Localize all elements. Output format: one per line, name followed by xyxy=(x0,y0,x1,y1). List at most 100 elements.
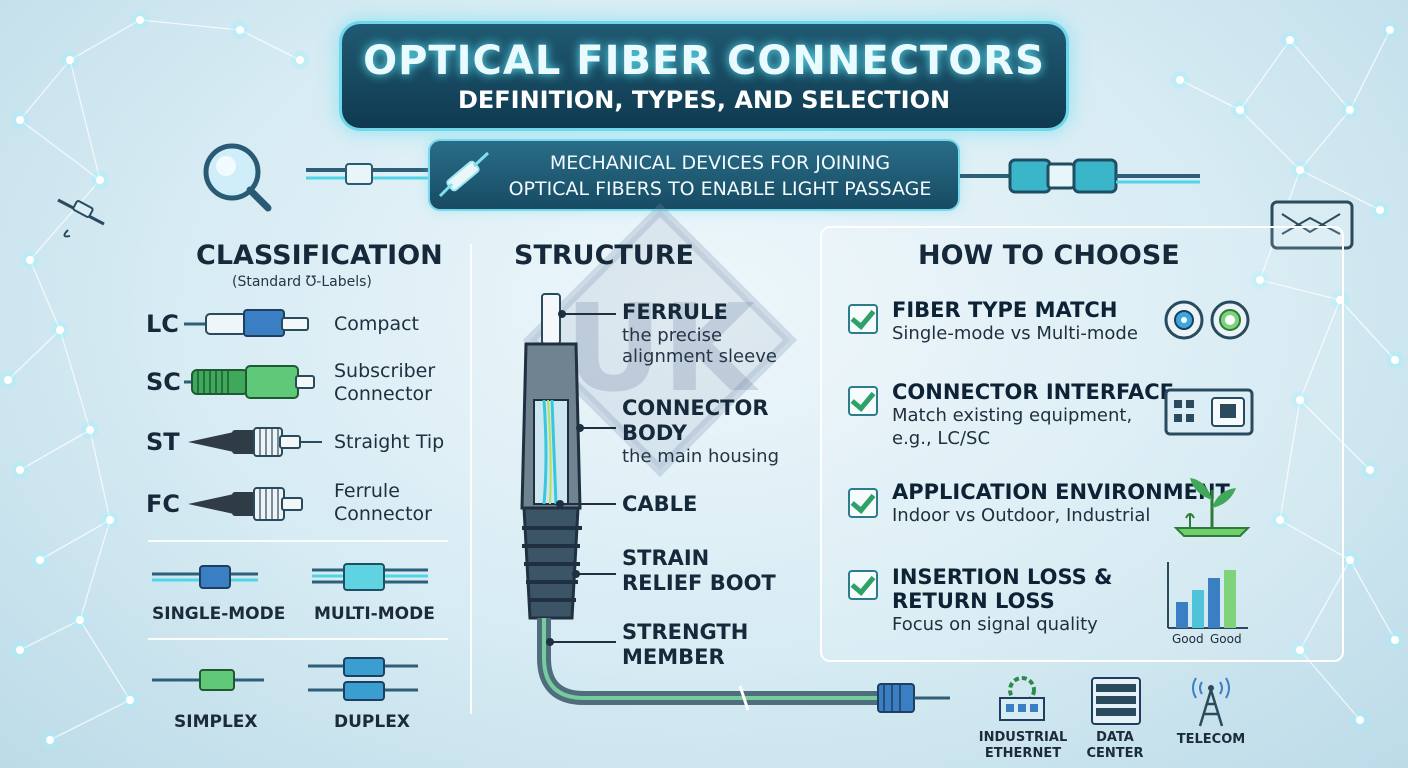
mode-cables-illustration xyxy=(152,563,428,591)
sc-desc: Subscriber Connector xyxy=(334,360,435,406)
app-label-line-1: INDUSTRIAL xyxy=(978,730,1068,745)
fc-desc-line-1: Ferrule xyxy=(334,480,400,502)
divider-modes xyxy=(148,638,448,640)
watermark-logo: UK xyxy=(522,202,798,478)
server-rack-icon xyxy=(1091,677,1141,725)
chart-label-2: Good xyxy=(1210,632,1242,646)
network-node xyxy=(1296,396,1304,404)
network-link xyxy=(69,19,141,61)
ferrule-label: FERRULE xyxy=(622,300,728,324)
plex-cables-illustration xyxy=(152,657,418,701)
network-node xyxy=(86,426,94,434)
choose-item-environment: APPLICATION ENVIRONMENT Indoor vs Outdoo… xyxy=(892,480,1230,527)
svg-text:UK: UK xyxy=(565,280,759,419)
network-link xyxy=(239,29,301,61)
network-link xyxy=(1289,39,1351,111)
network-node xyxy=(1296,646,1304,654)
structure-boot: STRAIN RELIEF BOOT xyxy=(622,546,776,596)
check-icon xyxy=(848,570,878,600)
sc-desc-line-1: Subscriber xyxy=(334,360,436,382)
structure-heading: STRUCTURE xyxy=(514,240,694,271)
connector-code-lc: LC xyxy=(146,310,179,338)
choose-item-title: APPLICATION ENVIRONMENT xyxy=(892,480,1230,504)
network-node xyxy=(126,696,134,704)
fiber-cross-section-icon xyxy=(1164,300,1250,340)
fc-connector-icon xyxy=(188,487,303,521)
structure-strength: STRENGTH MEMBER xyxy=(622,620,748,670)
choose-item-title-2: RETURN LOSS xyxy=(892,589,1055,613)
network-node xyxy=(1356,716,1364,724)
network-node xyxy=(1391,636,1399,644)
network-link xyxy=(19,619,81,651)
app-telecom: TELECOM xyxy=(1176,732,1246,747)
network-link xyxy=(1279,399,1301,521)
network-node xyxy=(1256,276,1264,284)
antenna-tower-icon xyxy=(1192,677,1230,727)
app-industrial-ethernet: INDUSTRIAL ETHERNET xyxy=(968,730,1078,762)
title-banner xyxy=(342,24,1066,128)
patch-panel-icon xyxy=(1270,200,1354,250)
structure-body: CONNECTOR BODY the main housing xyxy=(622,396,779,467)
network-link xyxy=(1239,109,1301,171)
network-link xyxy=(1239,39,1291,111)
strength-label-2: MEMBER xyxy=(622,645,725,669)
divider-left xyxy=(470,244,472,714)
network-link xyxy=(1299,109,1351,171)
structure-ferrule: FERRULE the precise alignment sleeve xyxy=(622,300,777,367)
choose-item-title-1: INSERTION LOSS & xyxy=(892,565,1113,589)
network-node xyxy=(16,466,24,474)
network-link xyxy=(29,179,101,261)
plant-icon xyxy=(1173,478,1251,537)
network-link xyxy=(19,429,91,471)
network-link xyxy=(1179,79,1241,111)
network-node xyxy=(1346,106,1354,114)
app-label-line-1: DATA xyxy=(1096,730,1134,745)
multi-mode-cable-icon xyxy=(312,563,428,591)
sc-desc-line-2: Connector xyxy=(334,383,432,405)
network-node xyxy=(1296,166,1304,174)
network-node xyxy=(296,56,304,64)
connector-icon xyxy=(438,151,490,198)
st-connector-icon xyxy=(188,427,322,457)
choose-item-desc: Focus on signal quality xyxy=(892,614,1098,635)
app-data-center: DATA CENTER xyxy=(1080,730,1150,762)
factory-gear-icon xyxy=(999,676,1045,721)
network-link xyxy=(29,259,61,331)
duplex-cable-icon xyxy=(308,657,418,701)
network-link xyxy=(1339,299,1396,361)
network-node xyxy=(1391,356,1399,364)
fc-desc-line-2: Connector xyxy=(334,503,432,525)
multi-mode-label: MULTI-MODE xyxy=(314,604,435,624)
network-node xyxy=(1236,106,1244,114)
divider-classification xyxy=(148,540,448,542)
single-mode-label: SINGLE-MODE xyxy=(152,604,286,624)
sc-connector-icon xyxy=(184,365,315,399)
definition-line-2: OPTICAL FIBERS TO ENABLE LIGHT PASSAGE xyxy=(508,178,932,200)
choose-item-desc: Single-mode vs Multi-mode xyxy=(892,323,1138,344)
definition-box xyxy=(430,141,958,209)
choose-item-interface: CONNECTOR INTERFACE Match existing equip… xyxy=(892,380,1174,450)
network-node xyxy=(1366,466,1374,474)
network-node xyxy=(26,256,34,264)
connector-code-fc: FC xyxy=(146,490,181,518)
simplex-cable-icon xyxy=(152,669,264,691)
definition-text: MECHANICAL DEVICES FOR JOINING OPTICAL F… xyxy=(490,150,950,202)
network-node xyxy=(136,16,144,24)
app-label-line-2: CENTER xyxy=(1086,746,1144,761)
lc-desc: Compact xyxy=(334,313,419,335)
network-link xyxy=(1259,279,1341,301)
ferrule-part xyxy=(541,293,561,345)
network-node xyxy=(56,326,64,334)
network-node xyxy=(66,56,74,64)
bar-chart-icon xyxy=(1167,562,1248,629)
fiber-splice-icon xyxy=(57,198,105,238)
simplex-label: SIMPLEX xyxy=(174,712,258,732)
duplex-label: DUPLEX xyxy=(334,712,410,732)
network-node xyxy=(1376,206,1384,214)
network-node xyxy=(236,26,244,34)
network-node xyxy=(1346,556,1354,564)
ferrule-desc-2: alignment sleeve xyxy=(622,346,777,367)
classification-note: (Standard Ʊ-Labels) xyxy=(232,274,372,290)
network-node xyxy=(4,376,12,384)
